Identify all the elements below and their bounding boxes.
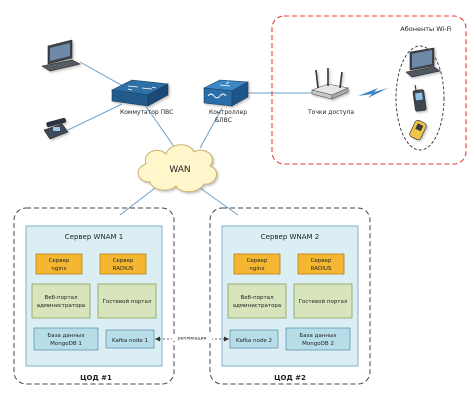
wan-label: WAN [169, 165, 190, 175]
connection-lines [67, 61, 318, 216]
dc1-kafka-label: Kafka node 1 [112, 338, 148, 344]
link-wan-dc2 [199, 187, 239, 216]
desk-phone-icon [43, 117, 69, 140]
link-phone-switch [67, 103, 123, 131]
link-wan-dc1 [119, 187, 156, 216]
dc1-mongodb-line2: MongoDB 1 [50, 341, 82, 347]
controller-label-line1: Контроллер [209, 109, 247, 116]
dc2-radius-line1: Сервер [311, 258, 332, 264]
dc1-mongodb-line1: База данных [47, 333, 85, 339]
switch-label: Коммутатор ПВС [120, 109, 173, 116]
dc1-radius-line2: RADIUS [113, 266, 134, 272]
dc2-nginx-line2: nginx [249, 266, 265, 272]
laptop-icon [41, 39, 81, 72]
dc1-kafka-box [105, 329, 155, 349]
dc2-web-portal-box [227, 283, 287, 319]
dc1-nginx-line2: nginx [51, 266, 67, 272]
dc1-nginx-line1: Сервер [49, 258, 70, 264]
datacenter-2-frame [209, 207, 371, 385]
switch-icon [111, 79, 169, 107]
dc1-radius-box [99, 253, 147, 275]
replication-label-bg [172, 334, 212, 341]
dc2-nginx-box [233, 253, 281, 275]
link-switch-wan [144, 104, 176, 149]
subscriber-laptop-icon [405, 47, 441, 78]
wifi-zone-title: Абоненты Wi-Fi [400, 25, 452, 33]
server-wnam-1-title: Сервер WNAM 1 [65, 233, 123, 241]
dc2-mongodb-box [285, 327, 351, 351]
dc1-web-portal-line1: Веб-портал [44, 295, 78, 301]
dc2-radius-box [297, 253, 345, 275]
dc2-web-portal-line2: администратора [233, 303, 282, 309]
replication-label: репликация [178, 337, 207, 342]
controller-label-line2: БЛВС [215, 117, 232, 124]
wireless-link-icon [358, 88, 388, 98]
dc1-nginx-box [35, 253, 83, 275]
dc2-mongodb-line1: База данных [299, 333, 337, 339]
dc2-kafka-box [229, 329, 279, 349]
dc1-mongodb-box [33, 327, 99, 351]
datacenter-1-frame [13, 207, 175, 385]
subscriber-flip-phone-icon [409, 119, 427, 141]
dc2-guest-portal-box [293, 283, 353, 319]
dc1-guest-portal-label: Гостевой портал [103, 298, 152, 305]
access-point-label: Точки доступа [307, 109, 354, 116]
server-wnam-2-title: Сервер WNAM 2 [261, 233, 319, 241]
dc1-guest-portal-box [97, 283, 157, 319]
dc2-mongodb-line2: MongoDB 2 [302, 341, 334, 347]
dc1-web-portal-box [31, 283, 91, 319]
dc2-radius-line2: RADIUS [311, 266, 332, 272]
subscribers-group [395, 45, 445, 151]
datacenter-2-title: ЦОД #2 [274, 374, 306, 382]
subscriber-mobile-phone-icon [412, 84, 427, 112]
wifi-zone-frame [271, 15, 467, 165]
link-controller-wan [199, 107, 223, 149]
access-point-icon [310, 68, 349, 100]
dc2-guest-portal-label: Гостевой портал [299, 298, 348, 305]
dc2-kafka-label: Kafka node 2 [236, 338, 272, 344]
datacenter-1-title: ЦОД #1 [80, 374, 112, 382]
wan-cloud-icon [137, 144, 218, 193]
dc1-web-portal-line2: администратора [37, 303, 86, 309]
dc2-nginx-line1: Сервер [247, 258, 268, 264]
dc2-web-portal-line1: Веб-портал [240, 295, 274, 301]
dc1-radius-line1: Сервер [113, 258, 134, 264]
wlan-controller-icon [202, 79, 250, 107]
